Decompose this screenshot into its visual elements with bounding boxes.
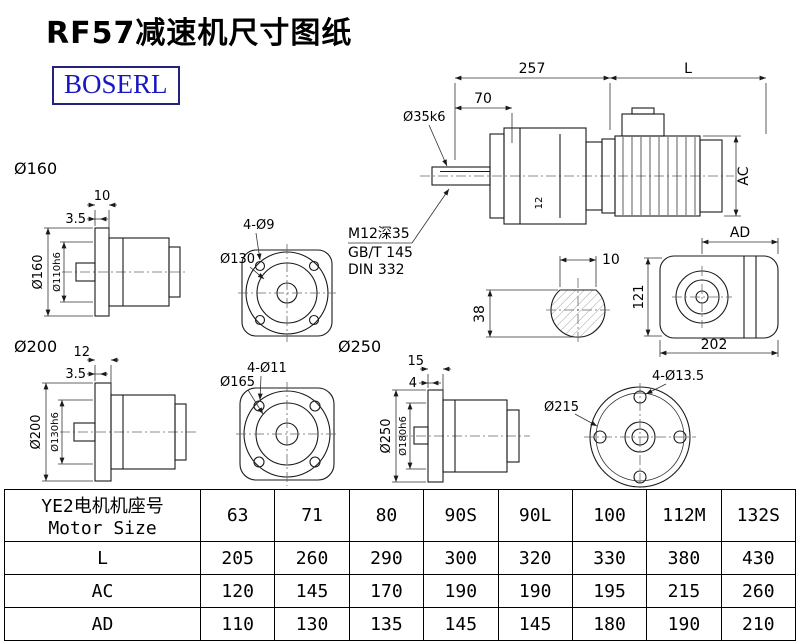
row-label-L: L — [4, 541, 201, 575]
dim-outer-diameter-250: Ø250 — [379, 418, 394, 453]
motor-size-header: YE2电机机座号 Motor Size — [4, 489, 201, 542]
dim-L: L — [684, 61, 692, 77]
dim-257: 257 — [519, 61, 546, 77]
dim-outer-diameter-160: Ø160 — [31, 254, 46, 289]
size-column-80: 80 — [348, 489, 425, 542]
dim-3-5: 3.5 — [65, 212, 86, 227]
motor-size-header-en: Motor Size — [48, 518, 157, 539]
value-cell: 215 — [646, 574, 722, 608]
main-assembly-drawing: 257 L 70 Ø35k6 AC 12 M12深35 GB/T 145 DIN… — [348, 61, 767, 278]
dim-bolt-holes-4d11: 4-Ø11 — [247, 361, 287, 376]
dim-shaft-height-38: 38 — [472, 305, 488, 323]
dim-bolt-holes-4d9: 4-Ø9 — [243, 218, 274, 233]
gearbox-side-view-200: 12 3.5 Ø200 Ø130h6 — [29, 345, 196, 482]
dim-keyway-width-10: 10 — [602, 252, 620, 268]
value-cell: 210 — [720, 607, 797, 641]
size-column-90s: 90S — [423, 489, 499, 542]
value-cell: 260 — [720, 574, 797, 608]
value-cell: 260 — [274, 541, 350, 575]
value-cell: 430 — [720, 541, 797, 575]
dimension-table: YE2电机机座号 Motor Size 63 71 80 90S 90L 100… — [4, 489, 797, 641]
value-cell: 330 — [571, 541, 648, 575]
value-cell: 180 — [571, 607, 648, 641]
dim-4: 4 — [409, 376, 417, 391]
value-cell: 130 — [274, 607, 350, 641]
gearbox-side-view-160: 10 3.5 Ø160 Ø110h6 — [31, 189, 186, 317]
dim-register-diameter-110: Ø110h6 — [51, 252, 63, 292]
thread-standard-gb: GB/T 145 — [348, 245, 413, 261]
value-cell: 290 — [348, 541, 425, 575]
dim-121: 121 — [632, 285, 647, 310]
table-row-AD: AD 110 130 135 145 145 180 190 210 — [4, 607, 797, 641]
dim-shaft-diameter: Ø35k6 — [403, 110, 446, 125]
gearbox-top-view: AD 121 202 — [632, 225, 779, 357]
boserl-logo: BOSERL — [52, 66, 180, 105]
dim-AC: AC — [736, 166, 752, 185]
dim-key-width: 12 — [534, 197, 545, 210]
value-cell: 110 — [199, 607, 276, 641]
dim-register-diameter-180: Ø180h6 — [397, 416, 409, 456]
value-cell: 120 — [199, 574, 276, 608]
value-cell: 145 — [274, 574, 350, 608]
thread-spec: M12深35 — [348, 226, 410, 242]
value-cell: 170 — [348, 574, 425, 608]
dim-flange-diameter-215: Ø215 — [544, 400, 579, 415]
value-cell: 380 — [646, 541, 722, 575]
dim-70: 70 — [474, 91, 492, 107]
size-column-90l: 90L — [497, 489, 573, 542]
shaft-key-cross-section: 10 38 — [472, 252, 620, 344]
flange-front-view-215: 4-Ø13.5 Ø215 — [544, 369, 704, 488]
size-column-63: 63 — [199, 489, 276, 542]
table-header-row: YE2电机机座号 Motor Size 63 71 80 90S 90L 100… — [4, 489, 797, 542]
table-row-L: L 205 260 290 300 320 330 380 430 — [4, 541, 797, 575]
dim-outer-diameter-200: Ø200 — [29, 414, 44, 449]
dim-flange-diameter-165: Ø165 — [220, 375, 255, 390]
flange-front-view-130: 4-Ø9 Ø130 — [220, 218, 336, 342]
gearbox-side-view-250: 15 4 Ø250 Ø180h6 — [379, 354, 530, 483]
size-column-112m: 112M — [646, 489, 722, 542]
dim-AD: AD — [730, 225, 750, 241]
row-label-AC: AC — [4, 574, 201, 608]
value-cell: 205 — [199, 541, 276, 575]
value-cell: 190 — [497, 574, 573, 608]
value-cell: 135 — [348, 607, 425, 641]
flange-front-view-165: 4-Ø11 Ø165 — [220, 361, 338, 486]
dim-3-5-200: 3.5 — [65, 367, 86, 382]
dim-bolt-holes-4d13-5: 4-Ø13.5 — [652, 369, 704, 384]
value-cell: 190 — [423, 574, 499, 608]
value-cell: 190 — [646, 607, 722, 641]
dim-flange-diameter-130: Ø130 — [220, 252, 255, 267]
size-column-132s: 132S — [720, 489, 797, 542]
dim-register-diameter-130: Ø130h6 — [49, 412, 61, 452]
technical-drawing: 257 L 70 Ø35k6 AC 12 M12深35 GB/T 145 DIN… — [14, 61, 779, 488]
value-cell: 145 — [497, 607, 573, 641]
value-cell: 320 — [497, 541, 573, 575]
section-label-200: Ø200 — [14, 337, 57, 356]
page-title: RF57减速机尺寸图纸 — [46, 16, 353, 51]
motor-size-header-cn: YE2电机机座号 — [41, 496, 164, 517]
dim-202: 202 — [701, 337, 728, 353]
section-label-160: Ø160 — [14, 159, 57, 178]
table-row-AC: AC 120 145 170 190 190 195 215 260 — [4, 574, 797, 608]
thread-standard-din: DIN 332 — [348, 262, 405, 278]
value-cell: 195 — [571, 574, 648, 608]
dim-10: 10 — [94, 189, 111, 204]
value-cell: 300 — [423, 541, 499, 575]
section-label-250: Ø250 — [338, 337, 381, 356]
row-label-AD: AD — [4, 607, 201, 641]
size-column-71: 71 — [274, 489, 350, 542]
dim-15: 15 — [407, 354, 424, 369]
dim-12: 12 — [73, 345, 90, 360]
value-cell: 145 — [423, 607, 499, 641]
size-column-100: 100 — [571, 489, 648, 542]
